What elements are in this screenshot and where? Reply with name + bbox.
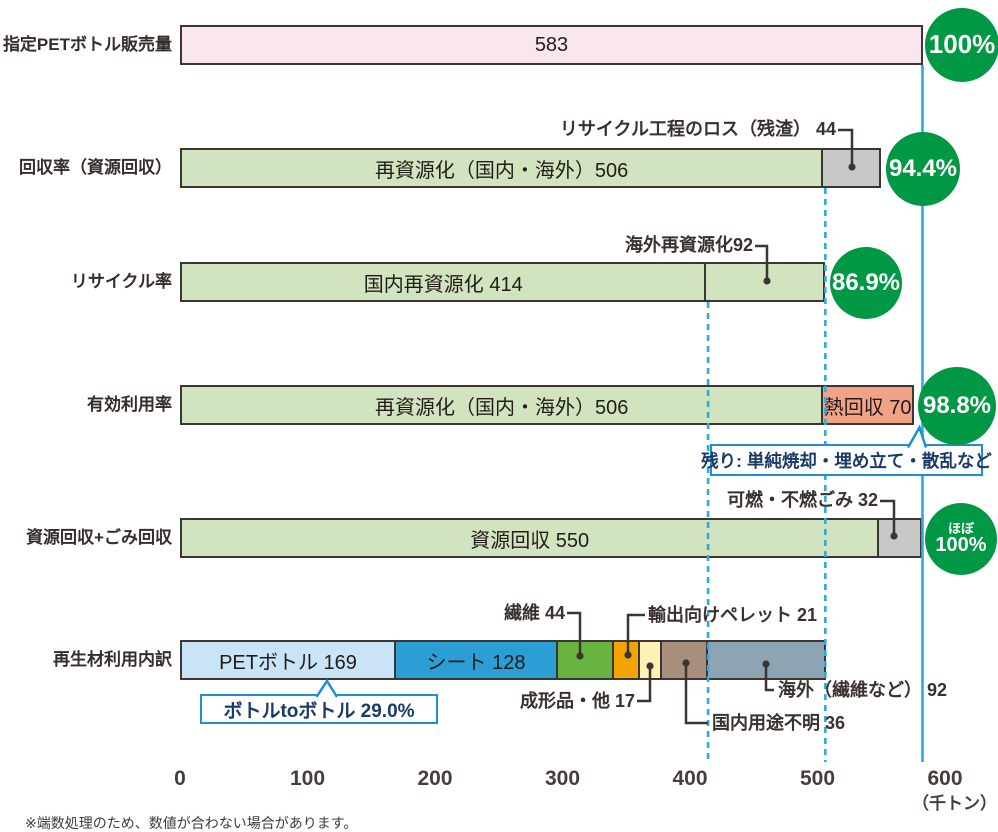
- bar-segment-overseas-recycled: [706, 264, 823, 300]
- note-domestic-unknown: 国内用途不明 36: [712, 713, 846, 733]
- bar-segment-recycled-dom-ovs-1: 再資源化（国内・海外）506: [182, 150, 824, 186]
- badge-sales: 100%: [925, 8, 998, 82]
- axis-unit-label: （千トン）: [912, 794, 997, 813]
- badge-value-collection-rate: 94.4%: [888, 155, 958, 183]
- row-label-recycled-material-breakdown: 再生材利用内訳: [53, 650, 172, 669]
- bar-segment-overseas-fiber: [707, 642, 824, 678]
- bar-sales: 583: [180, 25, 923, 65]
- bar-segment-export-pellet: [613, 642, 641, 678]
- bar-recycle-rate: 国内再資源化 414: [180, 262, 825, 302]
- axis-tick-500: 500: [799, 767, 836, 790]
- bar-segment-process-loss: [823, 150, 879, 186]
- badge-collection-rate: 94.4%: [886, 132, 960, 206]
- badge-value-sales: 100%: [928, 29, 996, 60]
- chart-footnote: ※端数処理のため、数値が合わない場合があります。: [25, 815, 358, 831]
- callout-recycled-material-breakdown: ボトルtoボトル 29.0%: [200, 694, 438, 724]
- bar-segment-sheet: シート 128: [396, 642, 559, 678]
- axis-tick-600: 600: [927, 767, 963, 790]
- badge-sub-resource-plus-waste: ほぼ: [947, 520, 974, 536]
- bar-segment-pet-bottle: PETボトル 169: [182, 642, 396, 678]
- row-label-effective-use-rate: 有効利用率: [87, 395, 172, 414]
- bar-segment-fiber: [558, 642, 614, 678]
- bar-segment-recycled-dom-ovs-2: 再資源化（国内・海外）506: [182, 387, 824, 423]
- axis-tick-300: 300: [544, 767, 581, 790]
- axis-tick-400: 400: [672, 767, 708, 790]
- bar-segment-domestic-unknown: [661, 642, 708, 678]
- note-export-pellet: 輸出向けペレット 21: [648, 605, 818, 625]
- axis-tick-100: 100: [289, 767, 326, 790]
- bar-segment-heat-recovery: 熱回収 70: [823, 387, 912, 423]
- note-process-loss: リサイクル工程のロス（残渣） 44: [559, 119, 836, 139]
- row-label-sales: 指定PETボトル販売量: [2, 35, 172, 54]
- badge-value-resource-plus-waste: 100%: [935, 534, 987, 557]
- badge-effective-use-rate: 98.8%: [918, 367, 996, 445]
- note-fiber: 繊維 44: [503, 603, 565, 623]
- axis-tick-0: 0: [174, 767, 186, 790]
- bar-segment-sales-total: 583: [182, 27, 921, 63]
- note-burnable-waste: 可燃・不燃ごみ 32: [726, 490, 878, 510]
- note-molded-other: 成形品・他 17: [519, 691, 635, 711]
- badge-recycle-rate: 86.9%: [830, 247, 902, 319]
- bar-segment-resource-collection: 資源回収 550: [182, 520, 880, 556]
- note-overseas-recycled: 海外再資源化92: [624, 235, 753, 255]
- bar-segment-domestic-recycled: 国内再資源化 414: [182, 264, 707, 300]
- callout-effective-use-rate: 残り: 単純焼却・埋め立て・散乱など: [701, 444, 992, 476]
- badge-value-effective-use-rate: 98.8%: [922, 392, 992, 420]
- bar-segment-burnable-waste: [879, 520, 920, 556]
- row-label-resource-plus-waste: 資源回収+ごみ回収: [26, 528, 172, 547]
- row-label-recycle-rate: リサイクル率: [70, 272, 172, 291]
- badge-value-recycle-rate: 86.9%: [831, 269, 901, 297]
- bar-segment-molded-other: [640, 642, 662, 678]
- row-label-collection-rate: 回収率（資源回収）: [19, 158, 172, 177]
- bar-collection-rate: 再資源化（国内・海外）506: [180, 148, 881, 188]
- bar-resource-plus-waste: 資源回収 550: [180, 518, 922, 558]
- axis-tick-200: 200: [417, 767, 453, 790]
- note-overseas-fiber: 海外（繊維など） 92: [778, 680, 948, 700]
